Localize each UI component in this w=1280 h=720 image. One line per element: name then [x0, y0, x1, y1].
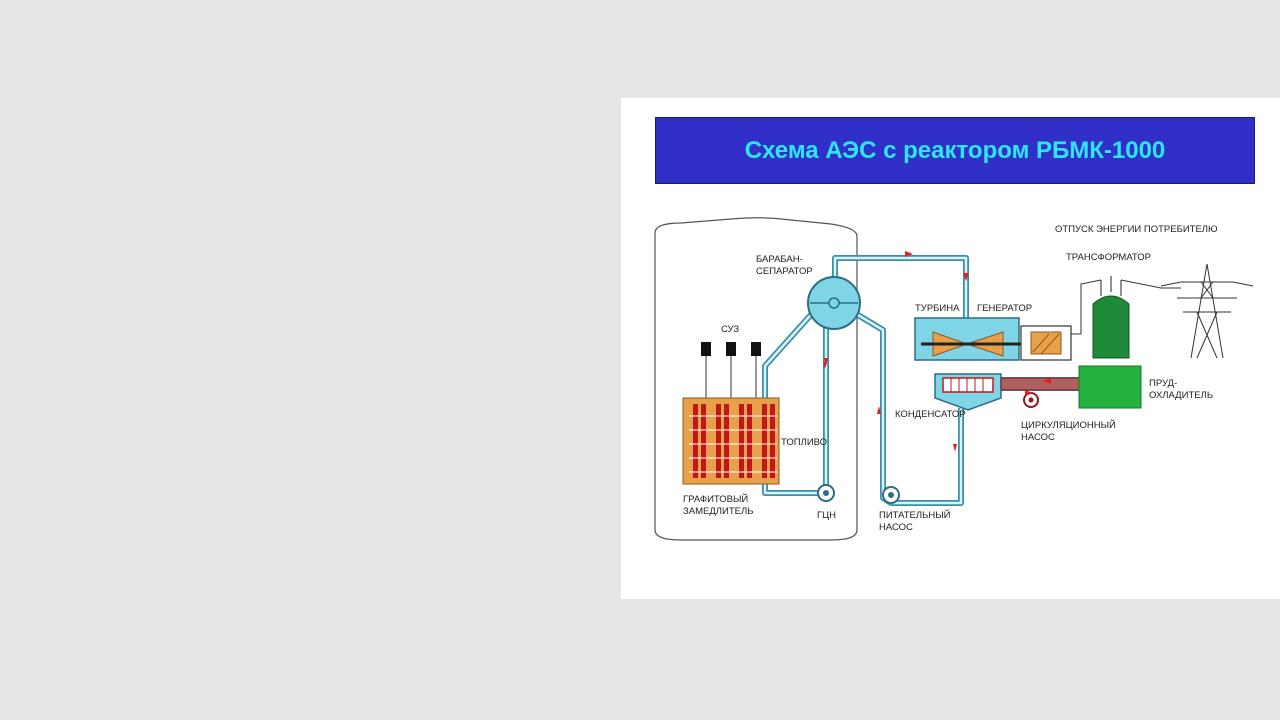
power-tower-icon [1160, 263, 1254, 359]
title-banner: Схема АЭС с реактором РБМК-1000 [655, 117, 1255, 184]
label-condenser: КОНДЕНСАТОР [895, 409, 966, 420]
label-graphite-line1: ГРАФИТОВЫЙ [683, 493, 748, 505]
control-rods [701, 342, 761, 398]
reactor-core [682, 397, 780, 485]
label-feed-pump-line2: НАСОС [879, 522, 913, 533]
label-fuel: ТОПЛИВО [781, 437, 827, 448]
label-pond-line2: ОХЛАДИТЕЛЬ [1149, 390, 1213, 401]
label-energy-out: ОТПУСК ЭНЕРГИИ ПОТРЕБИТЕЛЮ [1055, 224, 1218, 235]
turbine [914, 317, 1071, 361]
flow-arrows [823, 251, 1051, 452]
label-drum-line1: БАРАБАН- [756, 254, 803, 265]
label-mcp: ГЦН [817, 510, 836, 521]
condenser [934, 373, 1002, 411]
feed-pump [882, 486, 900, 504]
transformer [1071, 276, 1181, 359]
label-feed-pump-line1: ПИТАТЕЛЬНЫЙ [879, 509, 951, 521]
drum-separator [807, 276, 861, 330]
cooling-pond [1078, 365, 1142, 409]
label-turbine: ТУРБИНА [915, 303, 960, 314]
generator [1020, 325, 1072, 361]
label-graphite-line2: ЗАМЕДЛИТЕЛЬ [683, 506, 753, 517]
label-circ-pump-line2: НАСОС [1021, 432, 1055, 443]
diagram-title: Схема АЭС с реактором РБМК-1000 [744, 136, 1166, 164]
label-generator: ГЕНЕРАТОР [977, 303, 1032, 314]
label-drum-line2: СЕПАРАТОР [756, 266, 813, 277]
label-transformer: ТРАНСФОРМАТОР [1066, 252, 1151, 263]
main-circulation-pump [817, 484, 835, 502]
label-circ-pump-line1: ЦИРКУЛЯЦИОННЫЙ [1021, 419, 1116, 431]
cooling-water-pipe [1000, 377, 1082, 391]
slide-image: Схема АЭС с реактором РБМК-1000 [621, 98, 1280, 599]
npp-schematic: ОТПУСК ЭНЕРГИИ ПОТРЕБИТЕЛЮ ТРАНСФОРМАТОР… [654, 217, 1254, 541]
label-suz: СУЗ [721, 324, 739, 335]
label-pond-line1: ПРУД- [1149, 378, 1177, 389]
